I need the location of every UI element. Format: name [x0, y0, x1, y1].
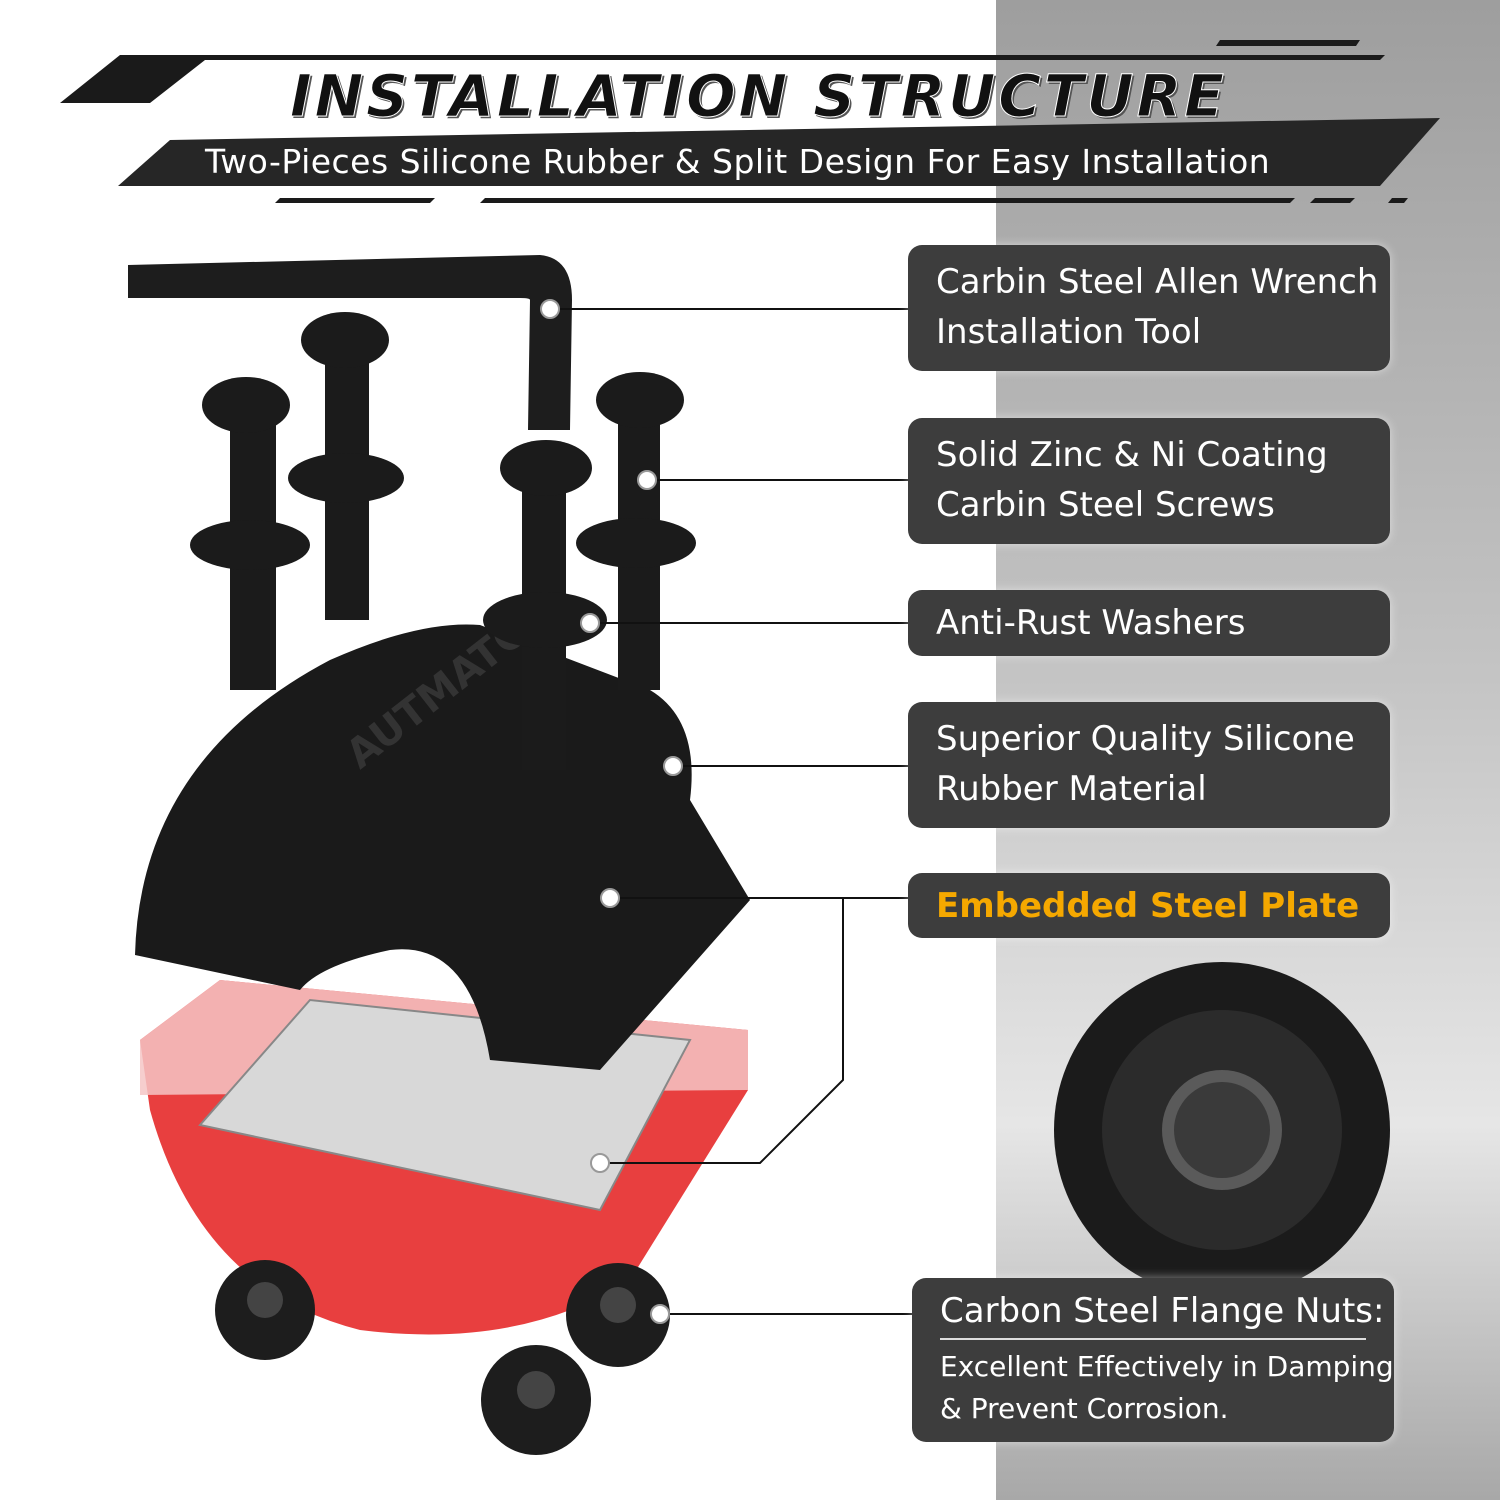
- callout-dots: [540, 299, 683, 1324]
- callout-divider: [940, 1338, 1366, 1340]
- callout-line: Superior Quality Silicone: [936, 719, 1355, 759]
- page-subtitle: Two-Pieces Silicone Rubber & Split Desig…: [205, 142, 1271, 181]
- callout-line: & Prevent Corrosion.: [940, 1392, 1229, 1425]
- callout-line: Carbin Steel Screws: [936, 485, 1275, 525]
- callout-steel-plate: Embedded Steel Plate: [908, 873, 1390, 938]
- callout-line: Excellent Effectively in Damping: [940, 1350, 1394, 1383]
- callout-line: Rubber Material: [936, 769, 1207, 809]
- callout-allen-wrench: Carbin Steel Allen Wrench Installation T…: [908, 245, 1390, 371]
- callout-line: Anti-Rust Washers: [936, 603, 1246, 643]
- leader-lines: [550, 308, 912, 1315]
- callout-flange-nuts: Carbon Steel Flange Nuts: Excellent Effe…: [912, 1278, 1394, 1442]
- callout-silicone-rubber: Superior Quality Silicone Rubber Materia…: [908, 702, 1390, 828]
- callout-line-highlight: Embedded Steel Plate: [936, 886, 1360, 926]
- callout-line: Installation Tool: [936, 312, 1202, 352]
- callout-screws: Solid Zinc & Ni Coating Carbin Steel Scr…: [908, 418, 1390, 544]
- callout-line: Solid Zinc & Ni Coating: [936, 435, 1328, 475]
- callout-washers: Anti-Rust Washers: [908, 590, 1390, 656]
- callout-title: Carbon Steel Flange Nuts:: [940, 1291, 1385, 1331]
- allen-wrench: [128, 255, 572, 430]
- page-title: INSTALLATION STRUCTURE: [290, 62, 1227, 131]
- screws: [190, 312, 696, 770]
- callout-line: Carbin Steel Allen Wrench: [936, 262, 1379, 302]
- upper-rubber-half: [135, 624, 750, 1070]
- flange-nuts: [215, 962, 1390, 1455]
- header-banner: [60, 40, 1440, 203]
